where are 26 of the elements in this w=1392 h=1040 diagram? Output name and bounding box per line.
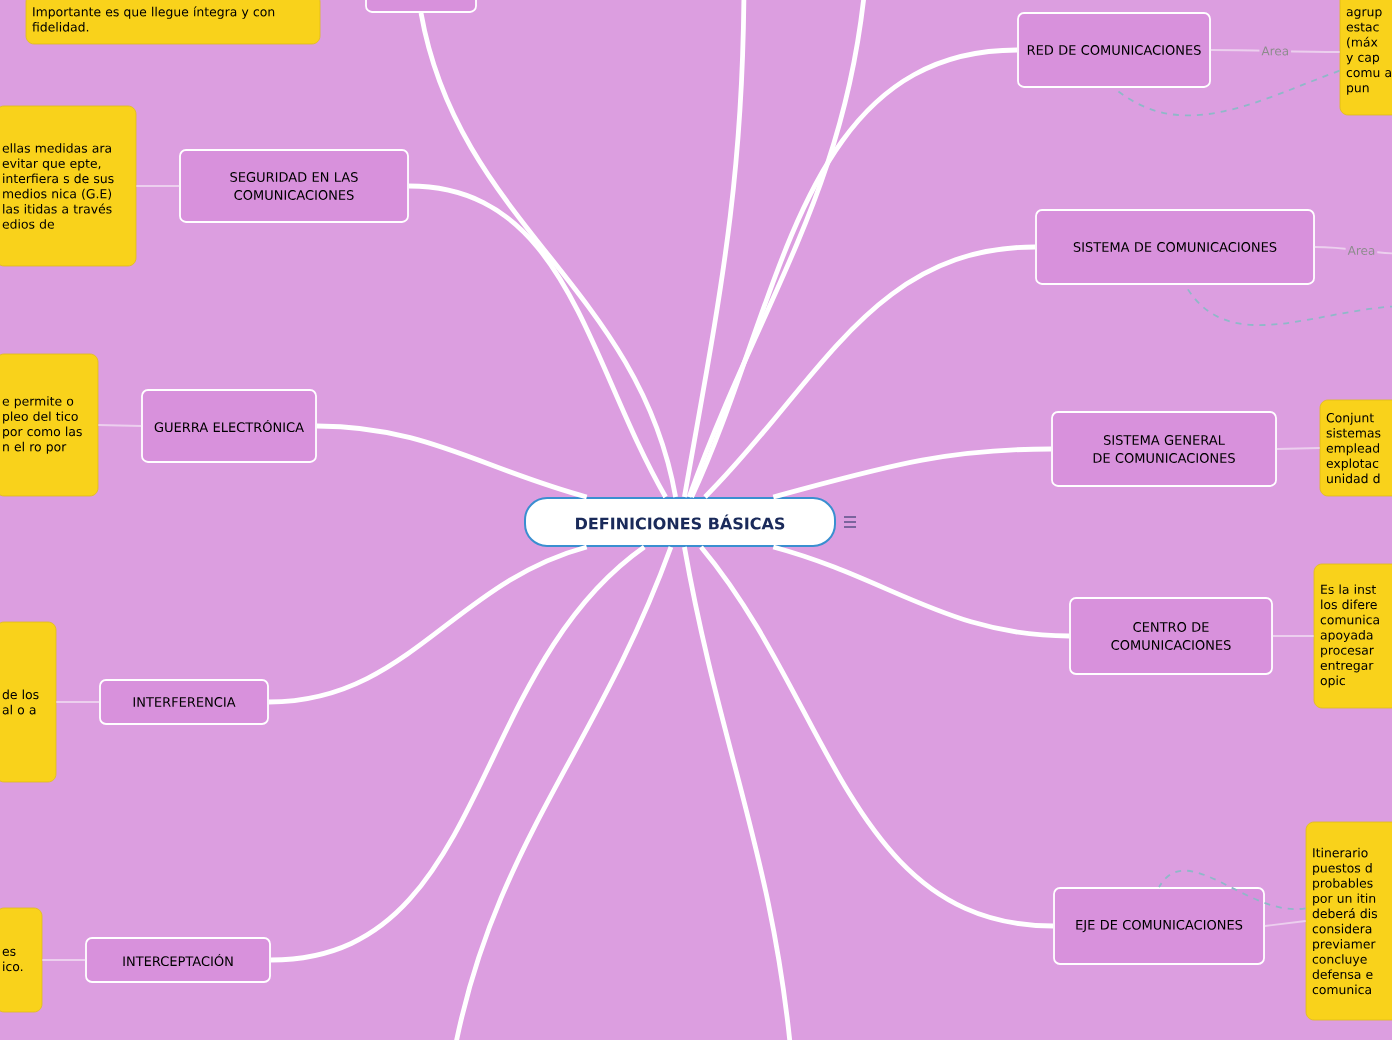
branch-line (772, 446, 1052, 500)
connector-line (135, 185, 180, 187)
dashed-relation-line (1184, 284, 1392, 326)
branch-line (449, 546, 674, 1040)
connector-line (97, 424, 142, 427)
branch-line (703, 244, 1036, 499)
connector-line (1264, 920, 1307, 927)
branch-line (699, 545, 1054, 929)
branch-line (316, 423, 588, 500)
dashed-relation-line (1158, 869, 1307, 910)
branch-line (682, 546, 795, 1040)
topic-box (365, 0, 477, 13)
branch-line (772, 544, 1070, 639)
connector-line (41, 959, 86, 961)
branch-line (686, 0, 869, 498)
dashed-relation-line (1113, 69, 1341, 117)
connector-line (1272, 635, 1315, 637)
branch-line (270, 545, 646, 963)
branch-line (682, 0, 747, 498)
branch-line (689, 47, 1018, 498)
branch-line (408, 183, 668, 499)
connector-line (1276, 447, 1321, 450)
branch-line (268, 544, 588, 705)
branch-line (418, 12, 678, 498)
connector-line (55, 701, 100, 703)
central-topic-box: DEFINICIONES BÁSICAS (524, 497, 836, 547)
